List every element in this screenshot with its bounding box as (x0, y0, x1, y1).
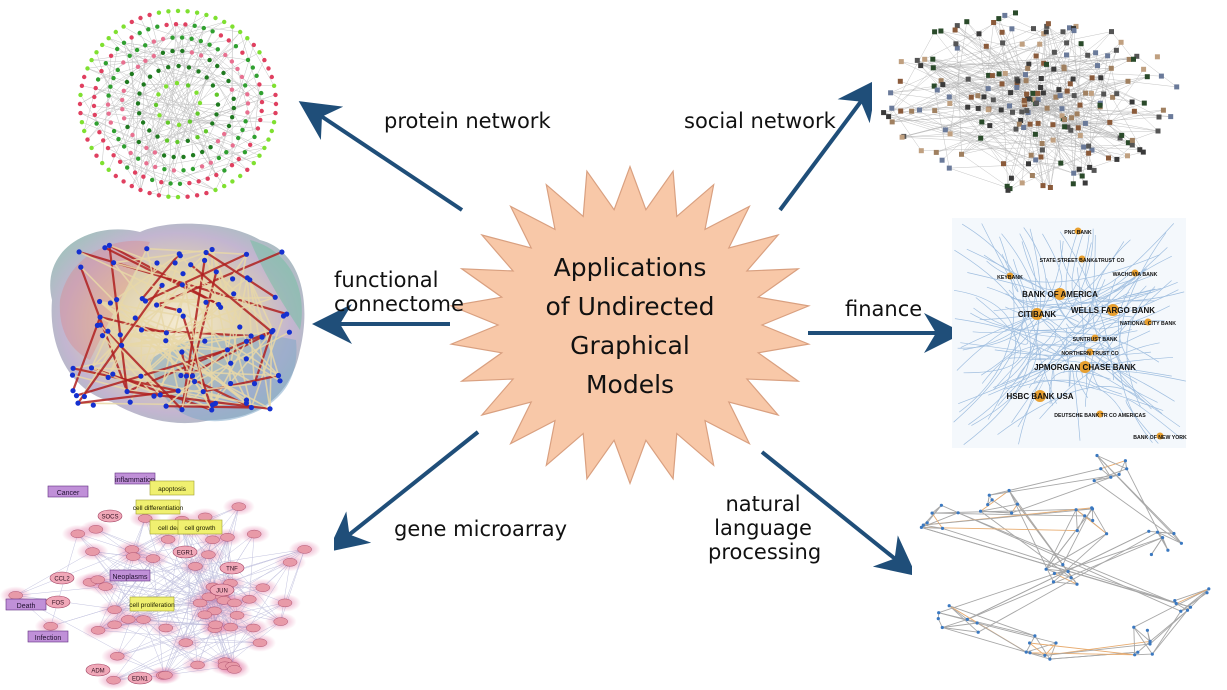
finance-node (1096, 410, 1104, 418)
finance-node-label: BANK OF NEW YORK (1133, 435, 1187, 441)
label-functional-connectome: functional connectome (334, 268, 464, 316)
finance-node (1054, 288, 1066, 300)
finance-node-label: WELLS FARGO BANK (1071, 306, 1155, 315)
center-title-line-3: Graphical (570, 331, 690, 360)
gene-node-label: FOS (52, 601, 64, 607)
gene-node-label: CCL2 (54, 577, 70, 583)
finance-node-label: PNC BANK (1064, 230, 1092, 236)
arrow-protein (298, 101, 464, 212)
finance-node (1079, 361, 1091, 373)
label-finance: finance (845, 297, 923, 321)
finance-node (1074, 227, 1082, 235)
center-title-line-4: Models (585, 370, 675, 399)
label-natural: natural (725, 492, 801, 516)
gene-category-label: Cancer (57, 490, 80, 497)
finance-node-label: JPMORGAN CHASE BANK (1034, 363, 1136, 372)
center-title-line-1: Applications (553, 253, 707, 282)
label-functional: functional (334, 268, 439, 292)
protein-network-image (66, 2, 292, 208)
finance-node (1034, 390, 1046, 402)
gene-process-label: cell death (158, 525, 186, 532)
finance-node (1131, 269, 1139, 277)
nlp-network-image (912, 450, 1222, 688)
finance-node (1091, 334, 1099, 342)
arrow-nlp (760, 450, 917, 577)
finance-node-label: SUNTRUST BANK (1073, 337, 1118, 343)
label-social-network: social network (684, 109, 836, 133)
finance-network-image: PNC BANK STATE STREET BANK&TRUST CO KEYBAN… (952, 218, 1187, 448)
finance-node-label: HSBC BANK USA (1006, 392, 1073, 401)
finance-node-label: KEYBANK (997, 275, 1023, 281)
finance-node (1107, 304, 1119, 316)
gene-category-label: inflammation (115, 477, 155, 484)
gene-node-label: ADM (91, 669, 104, 675)
gene-process-label: cell proliferation (129, 602, 175, 609)
finance-node-label: NORTHERN TRUST CO (1061, 351, 1118, 357)
center-starburst (449, 164, 811, 486)
label-protein-network: protein network (384, 109, 551, 133)
label-language: language (714, 516, 812, 540)
label-gene-microarray: gene microarray (394, 517, 568, 541)
gene-node-label: EGR1 (177, 551, 194, 557)
center-title-line-2: of Undirected (545, 292, 715, 321)
gene-process-label: apoptosis (158, 486, 187, 493)
finance-node-label: WACHOVIA BANK (1113, 272, 1158, 278)
finance-node-label: STATE STREET BANK&TRUST CO (1040, 258, 1125, 264)
finance-node (1144, 318, 1152, 326)
gene-category-label: Death (17, 603, 36, 610)
gene-node-label: JUN (216, 589, 228, 595)
gene-node-label: EDN1 (132, 677, 149, 683)
gene-category-label: Infection (35, 635, 62, 642)
finance-node (1031, 308, 1043, 320)
finance-node-label: CITIBANK (1018, 310, 1056, 319)
gene-process-label: cell differentiation (133, 505, 184, 512)
label-nlp: natural language processing (708, 492, 822, 564)
gene-process-label: cell growth (184, 525, 215, 532)
finance-node-label: NATIONAL CITY BANK (1120, 321, 1176, 327)
social-network-image (872, 2, 1190, 202)
finance-node-label: DEUTSCHE BANK TR CO AMERICAS (1054, 413, 1146, 419)
arrow-gene (327, 430, 480, 552)
gene-node-label: SOCS (101, 515, 118, 521)
arrow-social (778, 79, 878, 212)
gene-node-label: TNF (226, 567, 238, 573)
gene-category-label: Neoplasms (112, 574, 148, 581)
finance-node (1086, 348, 1094, 356)
arrows (298, 79, 964, 577)
finance-node-label: BANK OF AMERICA (1022, 290, 1098, 299)
finance-node (1156, 432, 1164, 440)
finance-node (1078, 255, 1086, 263)
center-title: Applications of Undirected Graphical Mod… (520, 248, 740, 404)
finance-node (1006, 272, 1014, 280)
brain-connectome-image (50, 223, 305, 424)
label-processing: processing (708, 540, 822, 564)
label-connectome: connectome (334, 292, 464, 316)
